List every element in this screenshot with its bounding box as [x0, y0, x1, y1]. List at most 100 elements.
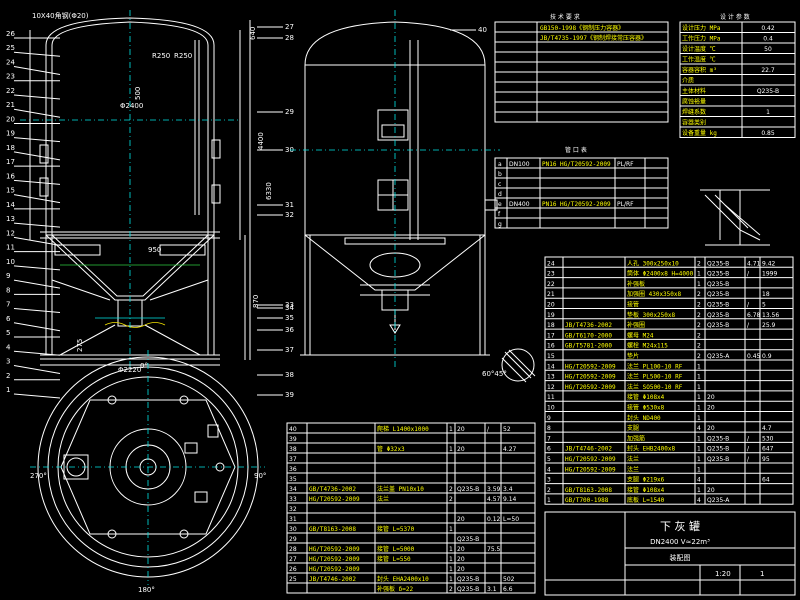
- design-params-title: 设 计 参 数: [720, 13, 750, 21]
- tech-requirements-table: GB150-1998《钢制压力容器》JB/T4735-1997《钢制焊接常压容器…: [494, 21, 669, 123]
- bom-no: 35: [289, 476, 297, 483]
- bom-std: GB/T8163-2008: [309, 526, 356, 533]
- callout-number: 26: [6, 30, 15, 38]
- bom-mat: Q235-B: [707, 291, 729, 298]
- callout-leader: [13, 308, 61, 314]
- bom-w1: 6.78: [747, 312, 761, 319]
- callout-number: 38: [285, 371, 294, 379]
- callout-leader: [13, 322, 61, 332]
- param-name: 腐蚀裕量: [682, 98, 706, 106]
- callout-number: 29: [285, 108, 294, 116]
- bom-name: 封头 ND400: [627, 414, 661, 422]
- param-name: 设备重量 kg: [682, 129, 717, 137]
- bom-std: HG/T20592-2009: [309, 546, 360, 553]
- param-name: 焊缝系数: [682, 108, 706, 116]
- bom-name: 接管 Φ530x8: [627, 404, 665, 412]
- callout-number: 3: [6, 358, 10, 366]
- bom-qty: 4: [697, 477, 701, 484]
- nozzle-face: PL/RF: [617, 161, 634, 168]
- bom-name: 管 Φ32x3: [377, 445, 405, 453]
- callout-leader: [13, 365, 61, 375]
- callout-number: 17: [6, 158, 15, 166]
- bom-w2: 9.14: [503, 496, 517, 503]
- bom-w2: 13.56: [762, 312, 779, 319]
- bom-name: 支腿: [627, 424, 639, 432]
- param-value: 0.42: [761, 25, 775, 32]
- bom-qty: 2: [697, 260, 701, 267]
- nozzle-size: DN400: [509, 201, 530, 208]
- bom-mat: Q235-B: [707, 302, 729, 309]
- param-name: 容器容积 m³: [682, 66, 717, 74]
- bom-no: 14: [547, 363, 555, 370]
- bom-no: 6: [547, 446, 551, 453]
- callout-number: 33: [285, 301, 294, 309]
- bom-w2: 5: [762, 302, 766, 309]
- dim-500: 500: [134, 87, 142, 100]
- callout-number: 24: [6, 58, 15, 66]
- table-cell: JB/T4735-1997《钢制焊接常压容器》: [540, 34, 647, 42]
- bom-mat: Q235-B: [707, 260, 729, 267]
- bom-w2: 52: [503, 426, 511, 433]
- bom-no: 17: [547, 332, 555, 339]
- bom-mat: Q235-A: [707, 497, 730, 504]
- bom-name: 法兰 PL100-10 RF: [627, 362, 683, 370]
- bom-w2: 6.6: [503, 586, 513, 593]
- bom-no: 19: [547, 312, 555, 319]
- title-block: [544, 511, 796, 596]
- angle-90: 90°: [254, 472, 266, 480]
- callout-number: 32: [285, 211, 294, 219]
- bom-qty: 1: [449, 526, 453, 533]
- plan-view: [30, 350, 265, 585]
- bom-name: 筒体 Φ2400x8 H=4000: [627, 270, 694, 278]
- callout-leader: [13, 151, 61, 161]
- bom-std: HG/T20592-2009: [565, 374, 616, 381]
- dim-950: 950: [148, 246, 161, 254]
- bom-no: 34: [289, 486, 297, 493]
- bom-w1: 75.5: [487, 546, 501, 553]
- bom-w2: 64: [762, 477, 770, 484]
- bom-w1: /: [747, 446, 750, 453]
- dim-r250-b: R250: [174, 52, 192, 60]
- bom-no: 27: [289, 556, 297, 563]
- bom-no: 8: [547, 425, 551, 432]
- bom-std: HG/T20592-2009: [309, 496, 360, 503]
- callout-number: 35: [285, 314, 294, 322]
- callout-number: 11: [6, 244, 15, 252]
- bom-name: 加强筋: [627, 434, 645, 442]
- bom-qty: 2: [697, 332, 701, 339]
- bom-qty: 1: [449, 566, 453, 573]
- param-name: 工作温度 ℃: [682, 56, 716, 64]
- dim-4400: 4400: [257, 132, 265, 150]
- bom-name: 补强板: [627, 280, 645, 288]
- callout-number: 12: [6, 229, 15, 237]
- callout-number: 20: [6, 115, 15, 123]
- bom-name: 补强圈: [627, 321, 645, 329]
- bom-qty: 1: [449, 446, 453, 453]
- callout-leader: [13, 179, 61, 185]
- bom-std: GB/T5781-2000: [565, 343, 612, 350]
- bom-w1: 0.12: [487, 516, 501, 523]
- angle-0: 0°: [140, 362, 148, 370]
- param-value: 0.4: [763, 36, 773, 43]
- callout-number: 36: [285, 326, 294, 334]
- bom-no: 13: [547, 374, 555, 381]
- bom-no: 20: [547, 302, 555, 309]
- bom-w1: /: [747, 271, 750, 278]
- callout-number: 23: [6, 73, 15, 81]
- bom-qty: 2: [697, 322, 701, 329]
- callout-number: 37: [285, 346, 294, 354]
- nozzle-mark: d: [498, 191, 502, 198]
- bom-mat: Q235-B: [457, 536, 479, 543]
- bom-no: 22: [547, 281, 555, 288]
- bom-name: 法兰: [377, 495, 389, 503]
- bom-qty: 1: [697, 435, 701, 442]
- bom-no: 1: [547, 497, 551, 504]
- bom-w2: 25.9: [762, 322, 776, 329]
- bom-no: 36: [289, 466, 297, 473]
- bom-no: 40: [289, 426, 297, 433]
- bom-mat: Q235-B: [707, 322, 729, 329]
- bom-name: 支腿 Φ219x6: [627, 476, 665, 484]
- bom-name: 法兰: [627, 455, 639, 463]
- callout-number: 8: [6, 286, 10, 294]
